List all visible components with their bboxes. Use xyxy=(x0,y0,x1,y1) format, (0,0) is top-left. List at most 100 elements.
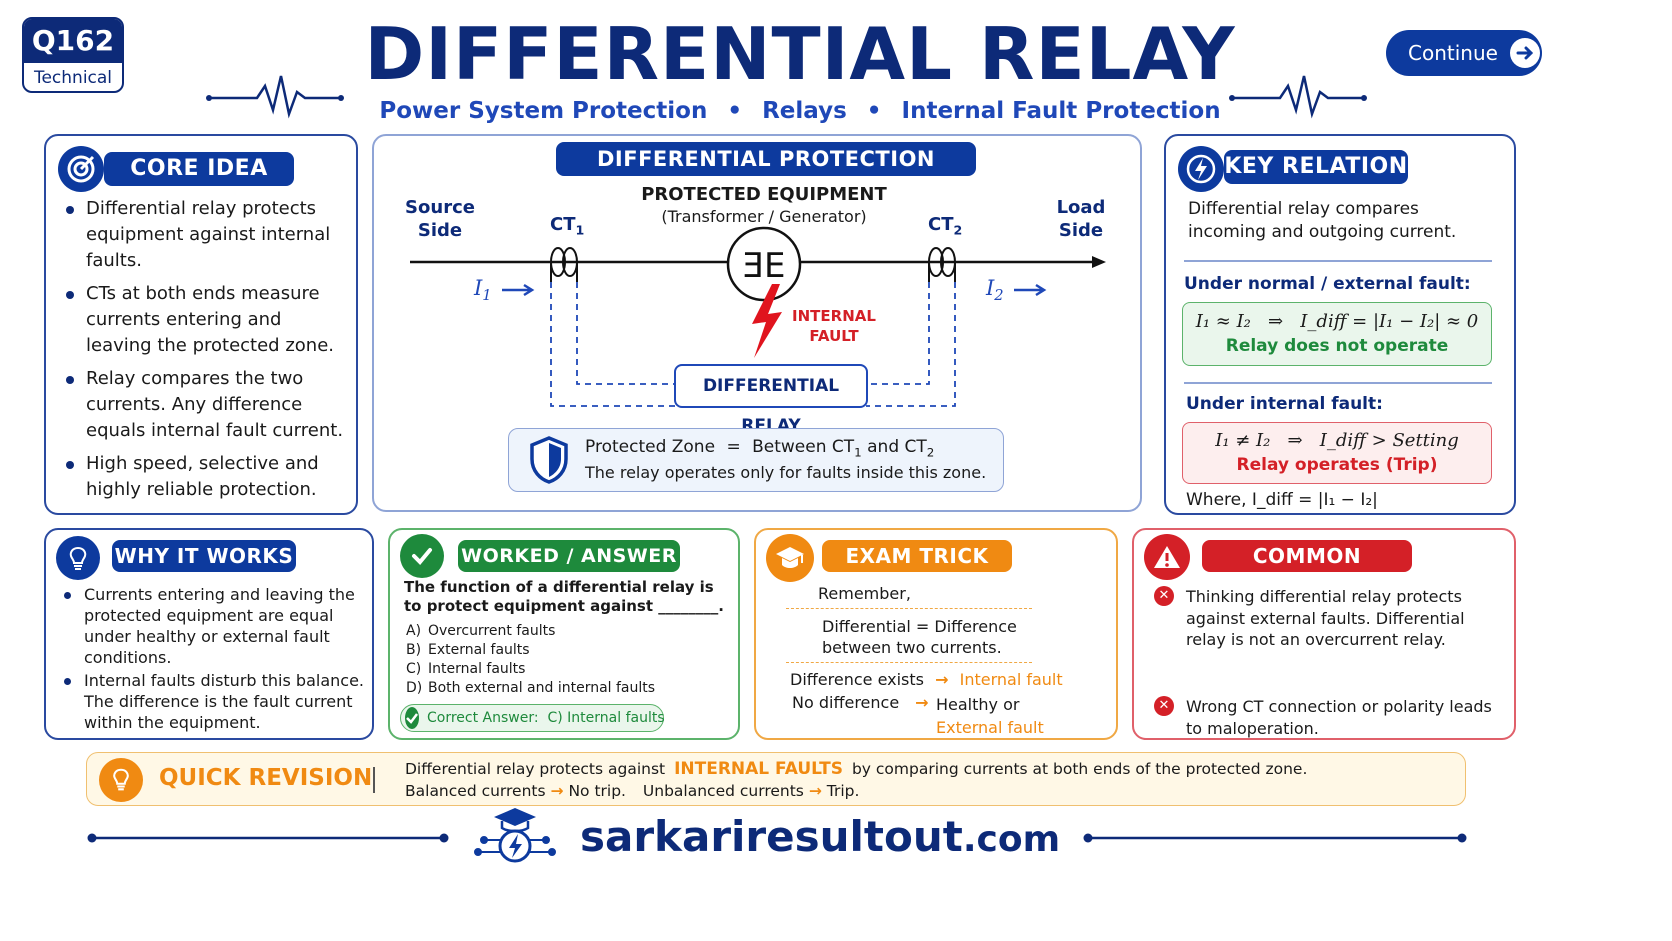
core-idea-list: Differential relay protects equipment ag… xyxy=(58,196,348,510)
source-side-label: Source Side xyxy=(405,197,475,241)
quick-revision-line2: Balanced currents → No trip. Unbalanced … xyxy=(405,782,860,800)
key-relation-heading: KEY RELATION xyxy=(1224,150,1408,184)
arrow-icon: → xyxy=(915,693,929,712)
list-item: CTs at both ends measure currents enteri… xyxy=(58,281,348,359)
key-relation-intro: Differential relay compares incoming and… xyxy=(1188,199,1457,242)
list-item: High speed, selective and highly reliabl… xyxy=(58,451,348,503)
ct1-label: CT1 xyxy=(550,214,585,238)
target-icon xyxy=(58,146,104,192)
shield-icon xyxy=(530,436,568,484)
list-item: Internal faults disturb this balance. Th… xyxy=(56,670,368,733)
scheme-heading: DIFFERENTIAL PROTECTION SCHEME xyxy=(556,142,976,205)
worked-options: A)Overcurrent faults B)External faults C… xyxy=(406,622,726,698)
common-mistake-card: COMMON MISTAKE ✕ Thinking differential r… xyxy=(1132,528,1516,740)
protected-zone-box: Protected Zone = Between CT1 and CT2 The… xyxy=(508,428,1004,492)
normal-heading: Under normal / external fault: xyxy=(1184,274,1471,294)
load-side-label: Load Side xyxy=(1056,197,1106,241)
option-item: C)Internal faults xyxy=(406,661,526,677)
x-circle-icon: ✕ xyxy=(1154,696,1174,716)
scheme-card: DIFFERENTIAL PROTECTION SCHEME PROTECTED… xyxy=(372,134,1142,512)
option-item: B)External faults xyxy=(406,642,530,658)
site-logo-icon xyxy=(474,808,556,863)
i1-arrow-icon xyxy=(502,283,535,297)
ct2-label: CT2 xyxy=(928,214,963,238)
core-idea-heading: CORE IDEA xyxy=(104,152,294,186)
why-it-works-list: Currents entering and leaving the protec… xyxy=(56,584,368,735)
divider xyxy=(373,767,375,793)
list-item: Differential relay protects equipment ag… xyxy=(58,196,348,274)
internal-condition-box: I₁ ≠ I₂ ⇒ I_diff > Setting Relay operate… xyxy=(1182,422,1492,484)
arrow-head xyxy=(1092,256,1106,268)
internal-fault-label: INTERNAL FAULT xyxy=(792,307,876,345)
check-circle-icon xyxy=(405,707,419,729)
core-idea-card: CORE IDEA Differential relay protects eq… xyxy=(44,134,358,515)
svg-text:ƎE: ƎE xyxy=(743,246,786,286)
lightbulb-icon xyxy=(99,758,143,802)
key-relation-card: KEY RELATION Differential relay compares… xyxy=(1164,134,1516,515)
ct-wiring xyxy=(550,282,956,407)
correct-answer-text: Correct Answer: C) Internal faults xyxy=(427,710,665,726)
pulse-icon-left xyxy=(206,75,344,119)
lightbulb-icon xyxy=(56,536,100,580)
mistake-item: ✕ Wrong CT connection or polarity leads … xyxy=(1154,696,1504,739)
transformer-icon: ƎE xyxy=(726,226,802,302)
warning-icon xyxy=(1144,534,1190,580)
ct2-coil-icon xyxy=(928,247,956,282)
worked-answer-heading: WORKED / ANSWER xyxy=(458,540,680,572)
common-mistake-heading: COMMON MISTAKE xyxy=(1202,540,1412,600)
footer-line-left xyxy=(87,833,449,843)
exam-trick-row2: No difference → xyxy=(792,693,929,712)
subtitle-part3: Internal Fault Protection xyxy=(901,98,1221,124)
exam-trick-row2-right: Healthy or External fault xyxy=(936,695,1044,737)
lightning-bolt-icon xyxy=(1178,146,1224,192)
page-title: DIFFERENTIAL RELAY xyxy=(364,12,1236,96)
arrow-right-icon xyxy=(1509,38,1540,68)
badge-label: Technical xyxy=(33,68,113,88)
quick-revision-heading: QUICK REVISION xyxy=(159,765,373,791)
internal-heading: Under internal fault: xyxy=(1186,394,1383,414)
i2-label: I2 xyxy=(986,276,1004,305)
quick-revision-bar: QUICK REVISION Differential relay protec… xyxy=(86,752,1466,806)
worked-question: The function of a differential relay is … xyxy=(404,578,724,615)
page-subtitle: Power System Protection • Relays • Inter… xyxy=(340,98,1260,124)
graduation-cap-icon xyxy=(766,534,814,582)
mistake-item: ✕ Thinking differential relay protects a… xyxy=(1154,586,1504,651)
scheme-diagram: ƎE xyxy=(410,226,1106,407)
subtitle-part2: Relays xyxy=(762,98,847,124)
why-it-works-card: WHY IT WORKS Currents entering and leavi… xyxy=(44,528,374,740)
exam-trick-row1: Difference exists → Internal fault xyxy=(790,670,1063,689)
arrow-icon: → xyxy=(550,782,564,800)
protected-zone-line2: The relay operates only for faults insid… xyxy=(585,463,987,482)
subtitle-part1: Power System Protection xyxy=(379,98,708,124)
internal-equation: I₁ ≠ I₂ ⇒ I_diff > Setting xyxy=(1215,430,1459,451)
exam-trick-heading: EXAM TRICK xyxy=(822,540,1012,572)
continue-label: Continue xyxy=(1408,41,1498,65)
equipment-subtitle: (Transformer / Generator) xyxy=(661,207,867,226)
arrow-icon: → xyxy=(808,782,822,800)
arrow-icon: → xyxy=(935,670,949,689)
normal-result: Relay does not operate xyxy=(1225,336,1449,356)
continue-button[interactable]: Continue xyxy=(1386,30,1542,76)
pulse-icon-right xyxy=(1229,75,1367,119)
footer-site-name: sarkariresultout.com xyxy=(580,812,1061,861)
divider xyxy=(1184,260,1492,262)
badge-code: Q162 xyxy=(24,19,122,63)
divider xyxy=(786,662,1032,663)
list-item: Relay compares the two currents. Any dif… xyxy=(58,366,348,444)
normal-equation: I₁ ≈ I₂ ⇒ I_diff = |I₁ − I₂| ≈ 0 xyxy=(1195,311,1479,332)
internal-result: Relay operates (Trip) xyxy=(1236,455,1438,475)
differential-relay-box: DIFFERENTIAL RELAY xyxy=(674,364,868,436)
worked-answer-card: WORKED / ANSWER The function of a differ… xyxy=(388,528,740,740)
ct1-coil-icon xyxy=(550,247,578,282)
option-item: A)Overcurrent faults xyxy=(406,623,556,639)
exam-trick-card: EXAM TRICK Remember, Differential = Diff… xyxy=(754,528,1118,740)
divider xyxy=(1184,382,1492,384)
lightning-icon xyxy=(752,284,782,358)
exam-trick-definition: Differential = Difference between two cu… xyxy=(822,617,1017,657)
protected-zone-line1: Protected Zone = Between CT1 and CT2 xyxy=(585,437,935,460)
i1-label: I1 xyxy=(474,276,492,305)
correct-answer-box: Correct Answer: C) Internal faults xyxy=(400,704,665,732)
list-item: Currents entering and leaving the protec… xyxy=(56,584,368,668)
subtitle-sep: • xyxy=(727,98,743,124)
subtitle-sep: • xyxy=(866,98,882,124)
